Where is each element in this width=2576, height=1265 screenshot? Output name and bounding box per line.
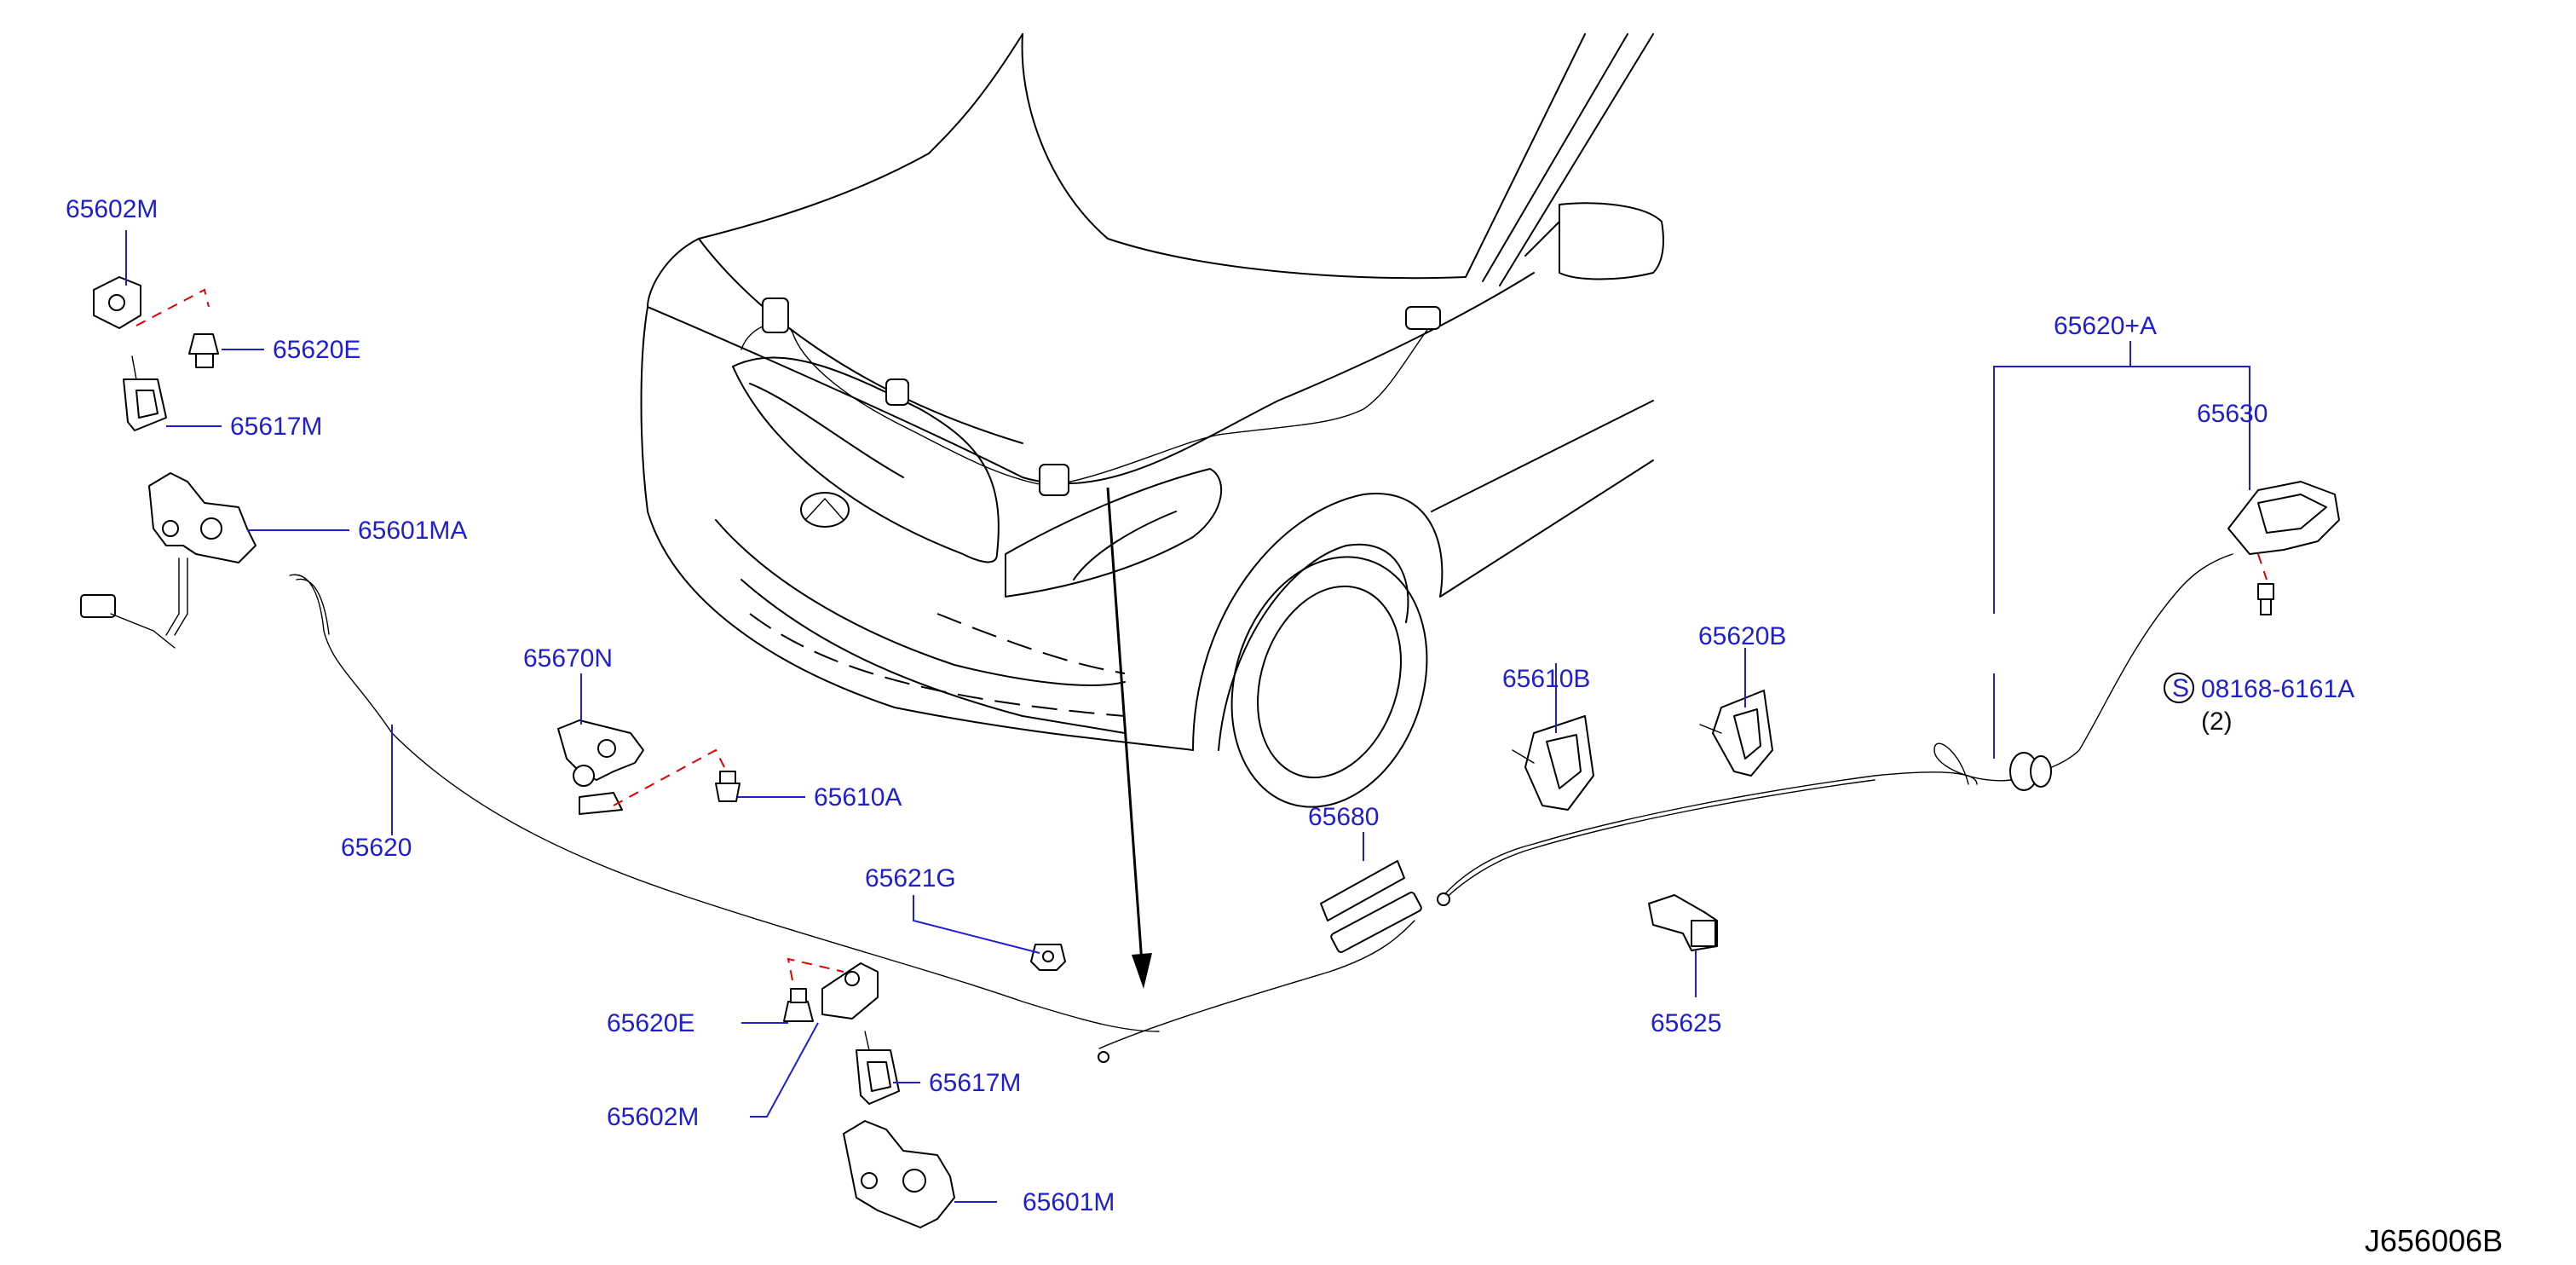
release-cable-65620 bbox=[289, 553, 2233, 1063]
label-65670n: 65670N bbox=[523, 644, 613, 673]
label-65680: 65680 bbox=[1308, 803, 1379, 831]
label-65601m: 65601M bbox=[1023, 1188, 1115, 1216]
label-65601ma: 65601MA bbox=[358, 517, 467, 545]
bracket-icon bbox=[1648, 894, 1718, 951]
bolt-symbol-letter: S bbox=[2172, 674, 2189, 702]
cable-guide-icon bbox=[1699, 690, 1773, 777]
label-65602m-bottom: 65602M bbox=[607, 1103, 699, 1131]
leader-lines bbox=[125, 230, 2250, 1203]
bracket-icon bbox=[93, 276, 210, 329]
bolt-symbol-icon bbox=[2164, 673, 2194, 703]
label-bolt-quantity: (2) bbox=[2201, 708, 2233, 736]
hood-lock-icon bbox=[843, 1120, 955, 1228]
cable-cover-icon bbox=[1320, 860, 1405, 921]
label-bolt-08168-6161a: 08168-6161A bbox=[2201, 675, 2354, 703]
clip-icon bbox=[188, 333, 219, 368]
hood-lock-icon bbox=[80, 472, 256, 649]
label-65625: 65625 bbox=[1651, 1009, 1721, 1037]
label-65620: 65620 bbox=[341, 834, 412, 862]
label-65610a: 65610A bbox=[814, 783, 902, 812]
label-65620e-bottom: 65620E bbox=[607, 1009, 694, 1037]
part-labels: 65602M 65620E 65617M 65601MA 65620 65670… bbox=[66, 195, 2503, 1258]
cable-clip-icon bbox=[1030, 944, 1066, 971]
clip-icon bbox=[783, 957, 844, 1022]
cable-guide-icon bbox=[1512, 715, 1594, 811]
label-65630: 65630 bbox=[2197, 400, 2268, 428]
diagram-code: J656006B bbox=[2365, 1223, 2503, 1258]
label-65617m-bottom: 65617M bbox=[929, 1069, 1021, 1097]
release-handle-icon bbox=[2227, 481, 2340, 615]
vehicle-front-illustration bbox=[640, 33, 1664, 989]
label-65620-plus-a: 65620+A bbox=[2054, 312, 2157, 340]
label-65620b: 65620B bbox=[1698, 622, 1786, 650]
secondary-latch-icon bbox=[557, 719, 725, 815]
spring-icon bbox=[856, 1031, 900, 1105]
label-65610b: 65610B bbox=[1502, 665, 1590, 693]
bracket-icon bbox=[821, 962, 879, 1020]
label-65621g: 65621G bbox=[865, 864, 956, 892]
spring-icon bbox=[123, 355, 167, 431]
bolt-icon bbox=[715, 771, 741, 802]
label-65617m-top: 65617M bbox=[230, 413, 322, 441]
label-65602m-top: 65602M bbox=[66, 195, 158, 223]
label-65620e-top: 65620E bbox=[273, 336, 360, 364]
